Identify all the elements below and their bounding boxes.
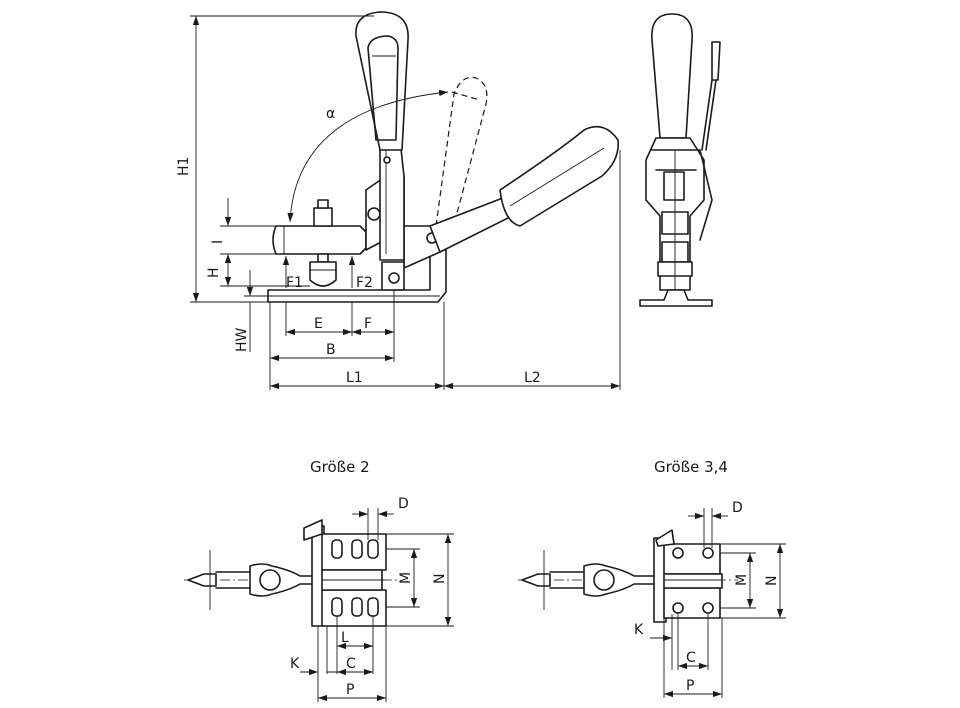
size34-view: Größe 3,4 D M N <box>518 458 786 698</box>
b-label: B <box>326 342 336 358</box>
alpha-label: α <box>326 106 335 122</box>
i-label: I <box>210 240 226 244</box>
size34-title: Größe 3,4 <box>654 458 728 476</box>
size34-c-label: C <box>686 650 696 666</box>
size2-m-label: M <box>398 572 414 584</box>
f2-label: F2 <box>356 275 373 291</box>
front-view <box>639 13 721 307</box>
size2-n-label: N <box>432 574 448 584</box>
h1-label: H1 <box>176 157 192 176</box>
size2-title: Größe 2 <box>310 458 370 476</box>
f1-label: F1 <box>286 275 303 291</box>
e-label: E <box>314 316 323 332</box>
size2-k-label: K <box>290 656 300 672</box>
size34-p-label: P <box>686 678 694 694</box>
hw-label: HW <box>234 327 250 352</box>
size2-view: Größe 2 D M N <box>184 458 454 702</box>
side-view: α H1 I H HW F1 F2 E F <box>176 11 621 390</box>
size2-p-label: P <box>346 682 354 698</box>
size34-m-label: M <box>734 574 750 586</box>
size2-l-label: L <box>341 630 349 646</box>
size34-k-label: K <box>634 622 644 638</box>
h-label: H <box>206 267 222 278</box>
size2-d-label: D <box>398 496 409 512</box>
f-label: F <box>364 316 372 332</box>
l1-label: L1 <box>346 370 363 386</box>
size2-c-label: C <box>346 656 356 672</box>
size34-n-label: N <box>764 576 780 586</box>
l2-label: L2 <box>524 370 541 386</box>
size34-d-label: D <box>732 500 743 516</box>
